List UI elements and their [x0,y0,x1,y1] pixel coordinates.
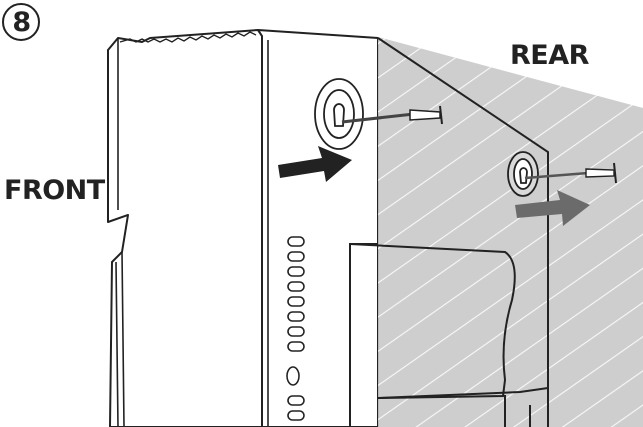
wall-panel [378,37,643,427]
step-badge: 8 [2,3,40,41]
screw-icon [524,162,617,184]
vent-slot [287,311,305,322]
vent-slot [287,281,305,292]
device-top-edge [119,31,257,43]
device-opening [349,243,379,427]
vent-slot [287,296,305,307]
vent-slot [287,395,305,406]
step-number-text: 8 [12,7,31,38]
step-circle [2,3,40,41]
keyhole-slot-icon [507,151,539,197]
vent-round [286,366,300,386]
vent-slot [287,341,305,352]
device-side-panel [107,29,263,427]
device-edges [115,29,269,427]
vent-slots [286,236,305,421]
vent-slot [287,251,305,262]
device-rear-outline [349,37,549,427]
arrow-right-icon [515,190,590,226]
screw-icon [341,105,443,125]
vent-slot [287,266,305,277]
vent-slot [287,326,305,337]
vent-slot [287,236,305,247]
arrow-right-icon [278,146,352,182]
front-label: FRONT [4,175,105,206]
rear-label: REAR [510,40,589,71]
keyhole-slot-icon [314,78,364,150]
vent-slot [287,410,305,421]
